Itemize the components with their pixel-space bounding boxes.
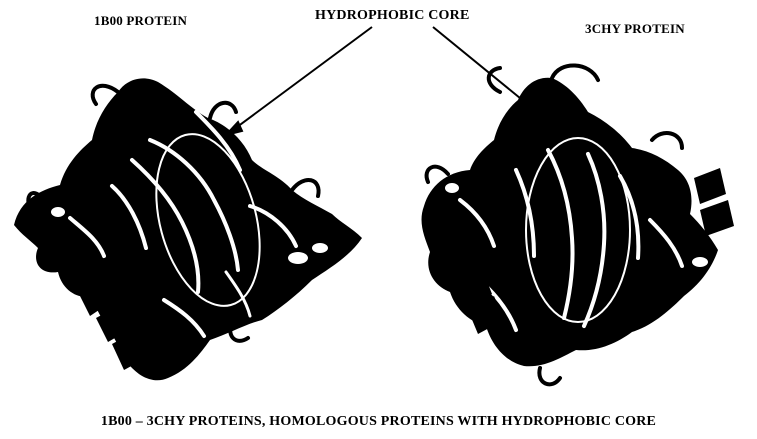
loop-l2 bbox=[210, 103, 236, 118]
protein-3chy-ribbon bbox=[422, 65, 734, 384]
hole-l3 bbox=[312, 243, 328, 253]
ribbon-mass-left bbox=[14, 78, 362, 380]
helix-r3 bbox=[694, 168, 726, 204]
hole-r1 bbox=[661, 140, 679, 152]
hole-l2 bbox=[51, 207, 65, 217]
hole-r2 bbox=[445, 183, 459, 193]
helix-r4 bbox=[700, 200, 734, 236]
hole-r3 bbox=[692, 257, 708, 267]
hole-l1 bbox=[288, 252, 308, 264]
protein-1b00-ribbon bbox=[14, 78, 362, 380]
figure-caption: 1B00 – 3CHY PROTEINS, HOMOLOGOUS PROTEIN… bbox=[0, 414, 757, 430]
loop-r4 bbox=[539, 368, 560, 384]
pointer-line-left bbox=[233, 27, 372, 130]
loop-r1 bbox=[552, 65, 598, 80]
